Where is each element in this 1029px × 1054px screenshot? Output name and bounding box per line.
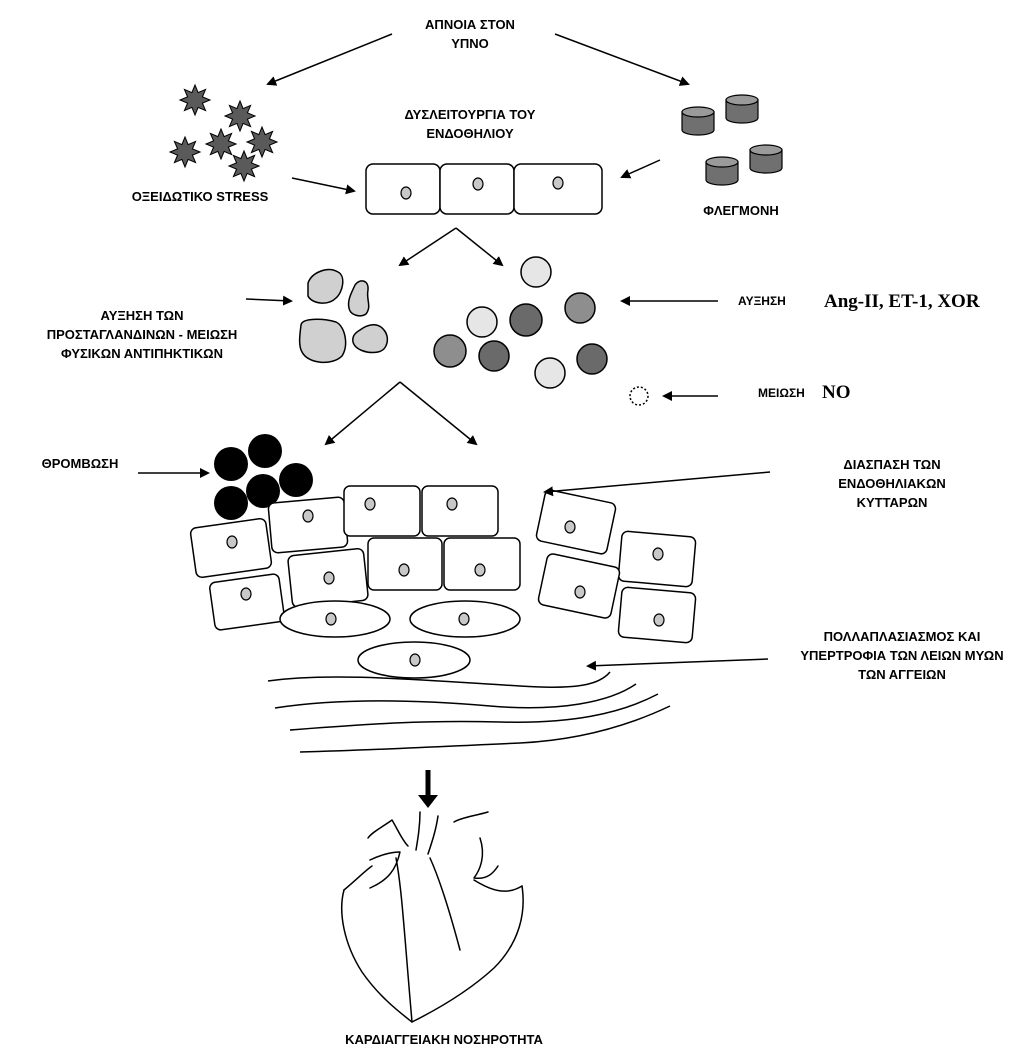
no-molecule-dotted-circle [629,386,649,406]
arrow-to-vessel-wall [399,381,478,446]
disruption-label-line1: ΔΙΑΣΠΑΣΗ ΤΩΝ [843,457,940,472]
down-arrow-to-heart [418,770,438,808]
vessel-wall-nuclei [226,497,665,627]
arrow-smooth-muscle [586,658,769,671]
decrease-factor-label: NO [822,382,851,403]
thrombus-black-circles [214,434,313,520]
arrow-endothelium-to-platelets [398,227,457,267]
heart-icon [341,811,524,1023]
cardiovascular-morbidity-label: ΚΑΡΔΙΑΓΓΕΙΑΚΗ ΝΟΣΗΡΟΤΗΤΑ [345,1032,543,1047]
star-icon [168,135,202,169]
thrombosis-label: ΘΡΟΜΒΩΣΗ [42,456,119,471]
dysfunction-label-line2: ΕΝΔΟΘΗΛΙΟΥ [426,126,514,141]
drum-icon [749,144,783,174]
decrease-prefix-label: ΜΕΙΩΣΗ [758,386,805,400]
inflammation-label: ΦΛΕΓΜΟΝΗ [703,203,779,218]
increase-prefix-label: ΑΥΞΗΣΗ [738,294,786,308]
prostaglandins-label-line3: ΦΥΣΙΚΩΝ ΑΝΤΙΠΗΚΤΙΚΩΝ [61,346,223,361]
arrow-endothelium-to-mediators [455,227,504,267]
oxidative-stress-label: ΟΞΕΙΔΩΤΙΚΟ STRESS [132,189,269,204]
drum-icon [681,106,715,136]
inflammation-drum-icons [681,94,783,186]
apnea-label-line2: ΥΠΝΟ [451,36,489,51]
drum-icon [705,156,739,186]
mediator-circles [433,256,608,389]
prostaglandins-label-line2: ΠΡΟΣΤΑΓΛΑΝΔΙΝΩΝ - ΜΕΙΩΣΗ [47,327,238,342]
apnea-label-line1: ΑΠΝΟΙΑ ΣΤΟΝ [425,17,515,32]
arrow-to-thrombosis [324,381,401,446]
arrow-disruption [543,471,771,497]
smooth-muscle-label-line2: ΥΠΕΡΤΡΟΦΙΑ ΤΩΝ ΛΕΙΩΝ ΜΥΩΝ [800,648,1003,663]
arrow-inflammation-to-endothelium [620,159,661,179]
star-icon [223,99,257,133]
smooth-muscle-label-line1: ΠΟΛΛΑΠΛΑΣΙΑΣΜΟΣ ΚΑΙ [824,629,981,644]
smooth-muscle-label-line3: ΤΩΝ ΑΓΓΕΙΩΝ [858,667,946,682]
prostaglandins-label-line1: ΑΥΞΗΣΗ ΤΩΝ [101,308,184,323]
arrow-apnea-to-oxidative [266,33,393,86]
endothelium-cell-row [365,163,603,215]
arrow-apnea-to-inflammation [554,33,690,86]
platelet-shapes [298,268,389,364]
vessel-wall-lines [267,671,671,753]
dysfunction-label-line1: ΔΥΣΛΕΙΤΟΥΡΓΙΑ ΤΟΥ [405,107,536,122]
disruption-label-line3: ΚΥΤΤΑΡΩΝ [857,495,928,510]
star-icon [227,149,261,183]
oxidative-stress-star-icons [168,83,279,183]
arrow-to-platelets [245,295,293,306]
increase-factors-label: Ang-II, ET-1, XOR [824,291,980,312]
star-icon [245,125,279,159]
drum-icon [725,94,759,124]
disruption-label-line2: ΕΝΔΟΘΗΛΙΑΚΩΝ [838,476,946,491]
arrow-oxidative-to-endothelium [291,177,356,195]
smooth-muscle-nuclei [325,612,470,667]
smooth-muscle-cells [279,600,521,679]
star-icon [204,127,238,161]
star-icon [178,83,212,117]
